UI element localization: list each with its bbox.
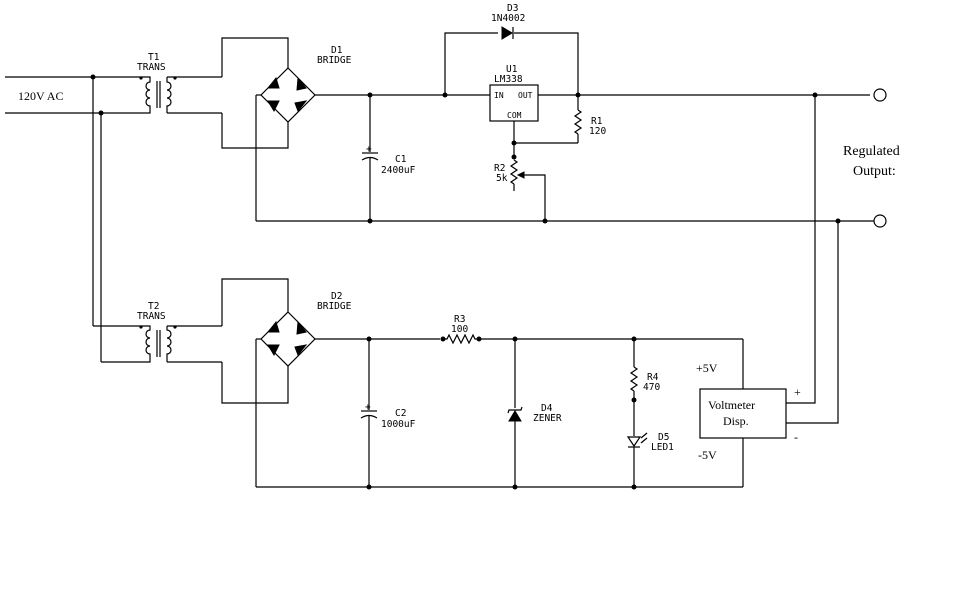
voltmeter-display xyxy=(699,388,787,439)
supply-negative-label: -5V xyxy=(698,448,717,462)
d1-type: BRIDGE xyxy=(317,55,352,66)
voltmeter-minus: - xyxy=(794,430,798,444)
u1-pin-com: COM xyxy=(507,111,522,120)
c1-plus: + xyxy=(366,144,372,155)
voltmeter-label-line2: Disp. xyxy=(723,414,749,428)
r2-value: 5k xyxy=(496,173,508,184)
d2-type: BRIDGE xyxy=(317,301,352,312)
r4-value: 470 xyxy=(643,382,660,393)
d4-ref: D4 xyxy=(541,403,553,414)
d3-part: 1N4002 xyxy=(491,13,525,24)
r3-ref: R3 xyxy=(454,314,465,325)
c2-ref: C2 xyxy=(395,408,406,419)
output-terminal-positive[interactable] xyxy=(873,88,887,102)
regulator-section: + C1 2400uF D3 1N4002 U1 LM338 IN OUT CO… xyxy=(255,3,900,228)
u1-pin-in: IN xyxy=(494,91,504,100)
output-label-line1: Regulated xyxy=(843,144,900,159)
transformer-t2: T2 TRANS xyxy=(135,301,222,363)
d5-ref: D5 xyxy=(658,432,669,443)
output-label-line2: Output: xyxy=(853,164,896,179)
c2-plus: + xyxy=(365,402,371,413)
bridge-d2: D2 BRIDGE xyxy=(221,278,440,404)
ac-input: 120V AC xyxy=(5,74,135,363)
t1-type: TRANS xyxy=(137,62,166,73)
r1-value: 120 xyxy=(589,126,606,137)
d1-ref: D1 xyxy=(331,45,343,56)
bridge-d1: D1 BRIDGE xyxy=(221,37,445,149)
r4-ref: R4 xyxy=(647,372,659,383)
voltmeter-plus: + xyxy=(794,385,801,399)
r2-ref: R2 xyxy=(494,163,505,174)
d3-ref: D3 xyxy=(507,3,518,14)
c1-ref: C1 xyxy=(395,154,407,165)
d4-type: ZENER xyxy=(533,413,562,424)
c2-value: 1000uF xyxy=(381,419,416,430)
c1-value: 2400uF xyxy=(381,165,416,176)
d2-ref: D2 xyxy=(331,291,342,302)
t2-ref: T2 xyxy=(148,301,159,312)
u1-ref: U1 xyxy=(506,64,518,75)
u1-part: LM338 xyxy=(494,74,523,85)
transformer-t1: T1 TRANS xyxy=(135,52,222,114)
output-terminal-negative[interactable] xyxy=(873,214,887,228)
voltmeter-label-line1: Voltmeter xyxy=(708,398,755,412)
meter-supply-section: + C2 1000uF R3 100 D4 ZENER R4 470 D5 LE… xyxy=(255,95,839,490)
t1-ref: T1 xyxy=(148,52,160,63)
u1-pin-out: OUT xyxy=(518,91,533,100)
r1-ref: R1 xyxy=(591,116,603,127)
d5-type: LED1 xyxy=(651,442,674,453)
ac-input-label: 120V AC xyxy=(18,89,63,103)
supply-positive-label: +5V xyxy=(696,361,718,375)
t2-type: TRANS xyxy=(137,311,166,322)
r3-value: 100 xyxy=(451,324,468,335)
